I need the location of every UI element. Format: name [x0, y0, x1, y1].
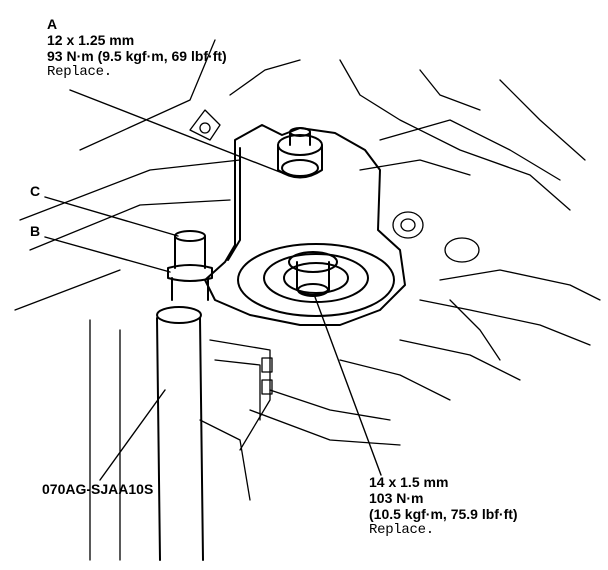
background-structure — [14, 39, 601, 561]
label-a-size: 12 x 1.25 mm — [47, 32, 135, 48]
special-tool — [156, 230, 213, 561]
label-c-letter: C — [30, 183, 41, 199]
upper-bolt — [277, 127, 323, 179]
leader-lines — [44, 89, 382, 481]
label-a-torque: 93 N·m (9.5 kgf·m, 69 lbf·ft) — [47, 48, 227, 64]
lower-bolt — [288, 251, 338, 297]
bolt-size: 14 x 1.5 mm — [369, 474, 449, 490]
bolt-torque: 103 N·m — [369, 490, 424, 506]
tool-part-number: 070AG-SJAA10S — [42, 481, 154, 497]
label-a-letter: A — [47, 16, 58, 32]
label-a-note: Replace. — [47, 64, 112, 80]
bolt-note: Replace. — [369, 522, 434, 538]
bolt-torque-alt: (10.5 kgf·m, 75.9 lbf·ft) — [369, 506, 518, 522]
label-b-letter: B — [30, 223, 41, 239]
